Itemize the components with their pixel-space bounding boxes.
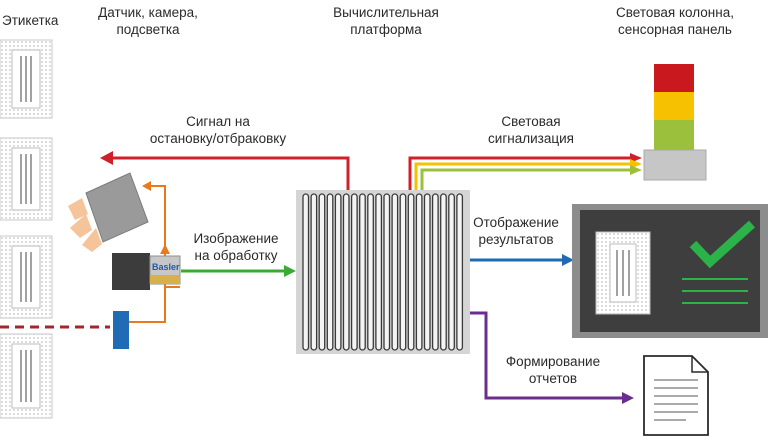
- report-label-line1: Формирование: [506, 354, 600, 369]
- display-arrowhead: [562, 254, 574, 266]
- image-arrowhead: [284, 265, 296, 277]
- heatsink-fin: [350, 193, 358, 351]
- computing-platform: [296, 190, 470, 354]
- label-card: [0, 39, 53, 119]
- stop-signal-arrow: [112, 156, 350, 190]
- light-signal-line2: сигнализация: [488, 131, 574, 146]
- heatsink-fin: [334, 193, 342, 351]
- light-arrowhead-green: [630, 165, 642, 175]
- report-document-icon: [643, 355, 709, 436]
- report-arrow: [470, 311, 622, 400]
- light-signal-yellow: [414, 162, 630, 190]
- label-title: Этикетка: [2, 13, 59, 28]
- heatsink-fin: [359, 193, 366, 351]
- heatsink-fins: [302, 193, 464, 351]
- heatsink-fin: [423, 193, 431, 351]
- signal-tower: [643, 64, 707, 181]
- label-card: [0, 235, 53, 319]
- stop-signal-line1: Сигнал на: [186, 114, 250, 129]
- heatsink-fin: [456, 193, 464, 351]
- check-icon: [689, 220, 756, 269]
- label-strip: [0, 39, 53, 419]
- stop-signal-arrowhead: [100, 151, 113, 165]
- heatsink-fin: [415, 193, 423, 351]
- compute-title-line2: платформа: [350, 22, 422, 37]
- image-label-line1: Изображение: [193, 231, 278, 246]
- heatsink-fin: [326, 193, 334, 351]
- label-card: [0, 333, 53, 419]
- position-sensor: [113, 311, 129, 349]
- wire-arrowhead: [142, 181, 151, 191]
- heatsink-fin: [383, 193, 391, 351]
- sensor-title-line2: подсветка: [116, 22, 180, 37]
- heatsink-fin: [440, 193, 447, 351]
- heatsink-fin: [391, 193, 399, 351]
- report-label-line2: отчетов: [529, 371, 577, 386]
- light-signal-line1: Световая: [501, 114, 560, 129]
- compute-title-line1: Вычислительная: [333, 5, 439, 20]
- camera: Basler: [112, 253, 181, 290]
- heatsink-fin: [310, 193, 318, 351]
- tower-title-line1: Световая колонна,: [616, 5, 734, 20]
- report-arrowhead: [622, 392, 634, 404]
- wire-arrowhead: [160, 244, 170, 254]
- heatsink-fin: [399, 193, 407, 351]
- heatsink-fin: [318, 193, 326, 351]
- light-signal-green: [420, 168, 630, 190]
- illumination-unit: [68, 172, 149, 252]
- image-label-line2: на обработку: [195, 248, 278, 263]
- touch-panel: [572, 204, 768, 338]
- heatsink-fin: [448, 193, 455, 351]
- stop-signal-line2: остановку/отбраковку: [150, 131, 286, 146]
- heatsink-fin: [375, 193, 383, 351]
- sensor-title-line1: Датчик, камера,: [98, 5, 198, 20]
- heatsink-fin: [431, 193, 439, 351]
- display-label-line2: результатов: [478, 232, 553, 247]
- camera-brand: Basler: [152, 262, 180, 272]
- label-card: [0, 137, 53, 221]
- display-label-line1: Отображение: [473, 215, 559, 230]
- heatsink-fin: [407, 193, 415, 351]
- tower-title-line2: сенсорная панель: [618, 22, 732, 37]
- heatsink-fin: [367, 193, 374, 351]
- light-signal-red: [408, 156, 630, 190]
- heatsink-fin: [342, 193, 350, 351]
- heatsink-fin: [302, 193, 310, 351]
